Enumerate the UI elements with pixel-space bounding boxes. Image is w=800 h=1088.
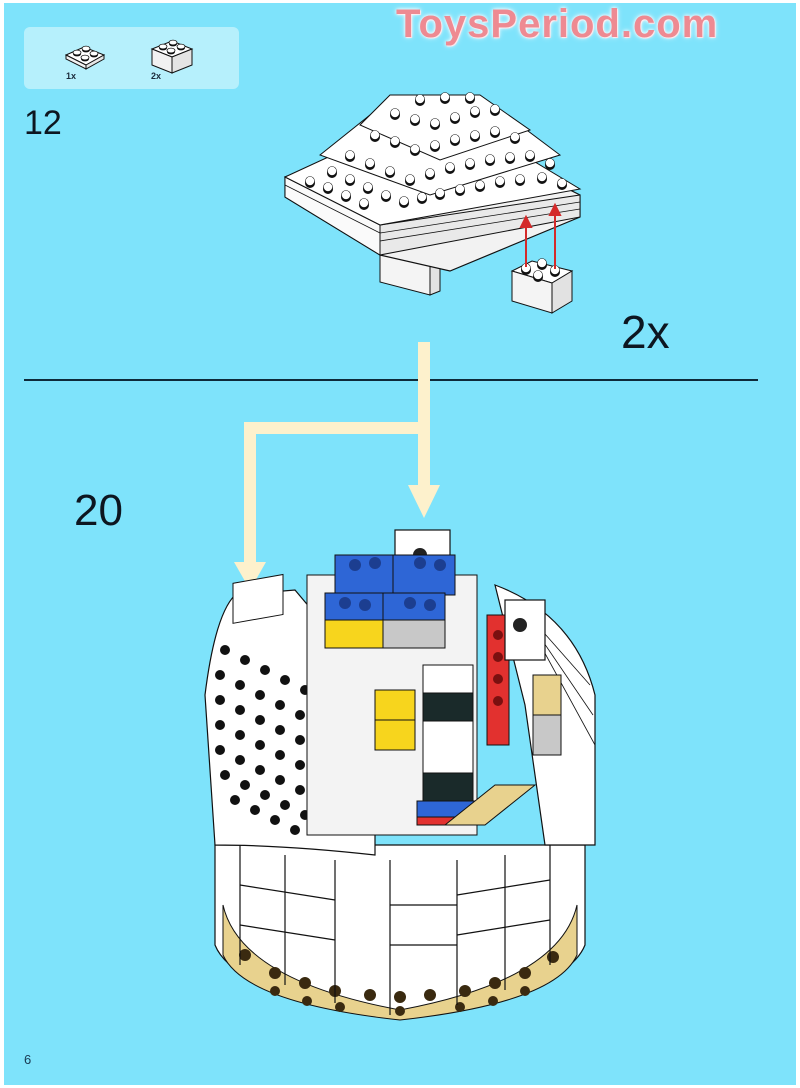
parts-callout: 1x 2x xyxy=(24,27,239,89)
watermark: ToysPeriod.com xyxy=(396,2,719,46)
arrow-down-icon xyxy=(408,485,440,518)
substep-multiplier: 2x xyxy=(621,306,670,358)
brick-2x2-icon xyxy=(150,39,194,74)
substep-assembly-illustration xyxy=(283,92,582,314)
part-quantity-label: 2x xyxy=(151,71,162,81)
plate-2x2-icon xyxy=(64,45,106,70)
substep-number: 12 xyxy=(24,104,62,142)
attach-arrow-icon xyxy=(519,202,562,269)
step-divider xyxy=(24,379,758,381)
page-number: 6 xyxy=(24,1052,32,1067)
arrow-down-icon xyxy=(234,562,266,590)
flow-arrows xyxy=(234,342,440,590)
step-number: 20 xyxy=(74,486,123,535)
main-assembly-illustration xyxy=(204,529,596,1021)
part-quantity-label: 1x xyxy=(66,71,77,81)
